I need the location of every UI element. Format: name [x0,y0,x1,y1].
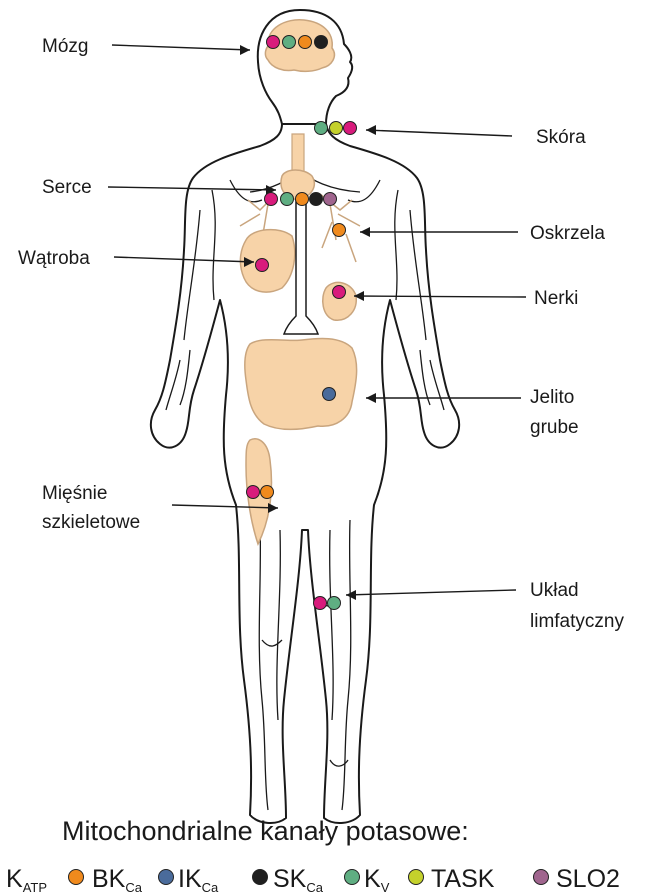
legend-title: Mitochondrialne kanały potasowe: [62,816,469,846]
legend-label-bkca: BKCa [92,865,143,895]
legend-kv-sub: V [381,880,390,895]
label-liver: Wątroba [18,248,90,269]
intestine-organ [245,338,357,429]
label-kidneys: Nerki [534,288,578,309]
legend-swatch-task [409,870,424,885]
legend-swatch-bkca [69,870,84,885]
brain-marker-skca [315,36,328,49]
label-muscle-line1: Mięśnie [42,483,107,504]
skin-marker-katp [344,122,357,135]
legend: Mitochondrialne kanały potasowe: KATP BK… [6,816,620,895]
label-muscle-line2: szkieletowe [42,512,140,533]
lymph-marker-katp [314,597,327,610]
label-colon-line2: grube [530,417,579,438]
brain-marker-kv [283,36,296,49]
legend-swatch-skca [253,870,268,885]
legend-label-ikca: IKCa [178,865,219,895]
pointer-brain [112,45,250,50]
heart-marker-kv [281,193,294,206]
label-heart: Serce [42,177,92,198]
legend-label-task: TASK [431,865,495,893]
label-lymph-line1: Układ [530,580,579,601]
skin-marker-kv [315,122,328,135]
label-colon-line1: Jelito [530,387,574,408]
heart-marker-katp [265,193,278,206]
liver-marker-katp [256,259,269,272]
muscle-marker-katp [247,486,260,499]
legend-skca-main: SK [273,865,307,893]
legend-swatch-slo2 [534,870,549,885]
kidneys-marker-katp [333,286,346,299]
muscle-marker-bkca [261,486,274,499]
label-skin: Skóra [536,127,586,148]
label-lymph-line2: limfatyczny [530,611,624,632]
legend-label-katp: KATP [6,865,47,895]
lymph-marker-kv [328,597,341,610]
legend-katp-main: K [6,865,23,893]
legend-swatch-ikca [159,870,174,885]
arrowhead-skin [366,125,376,135]
heart-marker-skca [310,193,323,206]
skin-marker-task [330,122,343,135]
arrowhead-brain [240,45,250,55]
heart-marker-bkca [296,193,309,206]
colon-marker-ikca [323,388,336,401]
legend-bkca-main: BK [92,865,126,893]
bronchi-marker-bkca [333,224,346,237]
pointer-skin [366,130,512,136]
legend-label-skca: SKCa [273,865,324,895]
label-brain: Mózg [42,36,88,57]
legend-ikca-main: IK [178,865,202,893]
brain-marker-katp [267,36,280,49]
legend-swatch-kv [345,870,360,885]
brain-marker-bkca [299,36,312,49]
legend-ikca-sub: Ca [202,880,219,895]
legend-skca-sub: Ca [306,880,323,895]
legend-label-slo2: SLO2 [556,865,620,893]
legend-bkca-sub: Ca [125,880,142,895]
legend-label-kv: KV [364,865,390,895]
legend-katp-sub: ATP [23,880,47,895]
label-bronchi: Oskrzela [530,223,605,244]
heart-marker-slo2 [324,193,337,206]
legend-kv-main: K [364,865,381,893]
